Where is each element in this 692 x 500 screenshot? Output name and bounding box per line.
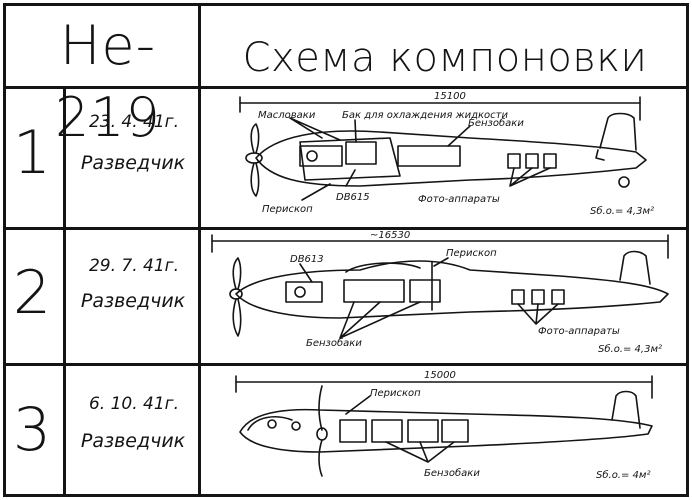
camera-2b [531, 289, 545, 305]
variant-date-3: 6. 10. 41г. [88, 394, 180, 414]
variant-role-2: Разведчик [80, 290, 186, 312]
variant-role-1: Разведчик [80, 152, 186, 174]
fuel-tank-block-1 [397, 145, 461, 167]
label-fuel-tanks-3: Бензобаки [424, 467, 480, 479]
label-fuel-tanks-2: Бензобаки [306, 337, 362, 349]
variant-number-3: 3 [12, 395, 52, 465]
propeller-hub-1 [245, 152, 263, 164]
aircraft-drawing-2: ~16530 DB613 Перископ Бензобаки Фото-апп… [211, 230, 669, 355]
canopy-2 [345, 262, 421, 273]
label-cameras-1: Фото-аппараты [418, 194, 500, 205]
tail-plane-1 [595, 149, 605, 161]
leader-cameras-2 [517, 303, 559, 325]
crew-seat-front-3 [267, 419, 277, 429]
span-label-2: ~16530 [370, 230, 410, 241]
label-fuel-tanks-1: Бензобаки [468, 117, 524, 129]
row-divider-2 [3, 363, 689, 366]
leader-periscope-1 [301, 183, 331, 201]
fuselage-2 [235, 260, 669, 319]
engine-block-2 [285, 281, 323, 303]
propeller-blade-upper-3 [318, 385, 323, 431]
tail-fin-2 [619, 250, 651, 285]
coolant-tank-1 [345, 141, 377, 165]
propeller-blade-lower-1 [250, 162, 260, 197]
leader-periscope-2 [433, 257, 449, 267]
variant-number-1: 1 [12, 118, 52, 188]
span-label-3: 15000 [424, 370, 456, 381]
fuel-tank-3c [407, 419, 439, 443]
label-area-3: Sб.о.= 4м² [596, 469, 650, 481]
engine-gear-1 [306, 150, 318, 162]
crew-seat-rear-3 [291, 421, 301, 431]
aircraft-model-title: He-219 [54, 14, 162, 149]
engine-block-1 [299, 145, 343, 167]
leader-oil-tanks-1 [289, 117, 341, 141]
aircraft-drawing-3: 15000 Перископ Бензобаки Sб.о.= 4м² [235, 370, 653, 481]
camera-2a [511, 289, 525, 305]
propeller-blade-lower-3 [318, 439, 323, 477]
tail-fin-3 [611, 390, 641, 429]
variant-number-2: 2 [12, 258, 52, 328]
leader-periscope-3 [345, 395, 371, 415]
propeller-blade-upper-1 [250, 123, 260, 154]
span-label-1: 15100 [434, 91, 466, 102]
label-cameras-2: Фото-аппараты [538, 326, 620, 337]
label-area-1: Sб.о.= 4,3м² [590, 205, 654, 217]
engine-gear-2 [294, 286, 306, 298]
aircraft-drawing-1: 15100 Масловаки Бак для охлаждения жидко… [239, 91, 654, 217]
fuel-tank-3b [371, 419, 403, 443]
leader-fuel-1 [447, 125, 471, 147]
label-area-2: Sб.о.= 4,3м² [598, 343, 662, 355]
tail-fin-1 [599, 112, 637, 151]
fuel-tank-block-2a [343, 279, 405, 303]
tail-wheel-1 [618, 176, 630, 188]
column-divider-main [198, 3, 201, 497]
variant-date-1: 23. 4. 41г. [88, 112, 180, 132]
row-divider-1 [3, 227, 689, 230]
propeller-hub-3 [316, 427, 328, 441]
fuselage-3 [239, 408, 653, 453]
fuel-tank-3d [441, 419, 469, 443]
camera-2c [551, 289, 565, 305]
header-divider [3, 86, 689, 89]
propeller-blade-lower-2 [232, 298, 242, 337]
variant-role-3: Разведчик [80, 430, 186, 452]
label-engine-1: DB615 [336, 192, 370, 203]
propeller-blade-upper-2 [232, 257, 242, 290]
label-oil-tanks-1: Масловаки [258, 110, 316, 121]
camera-1c [543, 153, 557, 169]
leader-engine-2 [299, 263, 313, 283]
camera-1b [525, 153, 539, 169]
leader-fuel-2 [339, 301, 421, 339]
fuel-tank-block-2b [409, 279, 441, 303]
fuselage-1 [255, 130, 647, 187]
column-divider-number [63, 86, 66, 497]
leader-fuel-3 [385, 441, 455, 463]
wing-1 [299, 137, 401, 181]
label-periscope-1: Перископ [262, 204, 313, 215]
leader-coolant-1 [354, 119, 357, 143]
fuel-tank-3a [339, 419, 367, 443]
outer-frame [3, 3, 689, 497]
label-engine-2: DB613 [290, 254, 324, 265]
label-coolant-tank-1: Бак для охлаждения жидкости [342, 110, 508, 121]
label-periscope-3: Перископ [370, 388, 421, 399]
label-periscope-2: Перископ [446, 248, 497, 259]
camera-1a [507, 153, 521, 169]
variant-date-2: 29. 7. 41г. [88, 256, 180, 276]
leader-cameras-1 [509, 167, 551, 187]
cockpit-3 [247, 416, 293, 431]
layout-scheme-title: Схема компоновки [242, 35, 648, 81]
leader-engine-1 [345, 169, 356, 187]
